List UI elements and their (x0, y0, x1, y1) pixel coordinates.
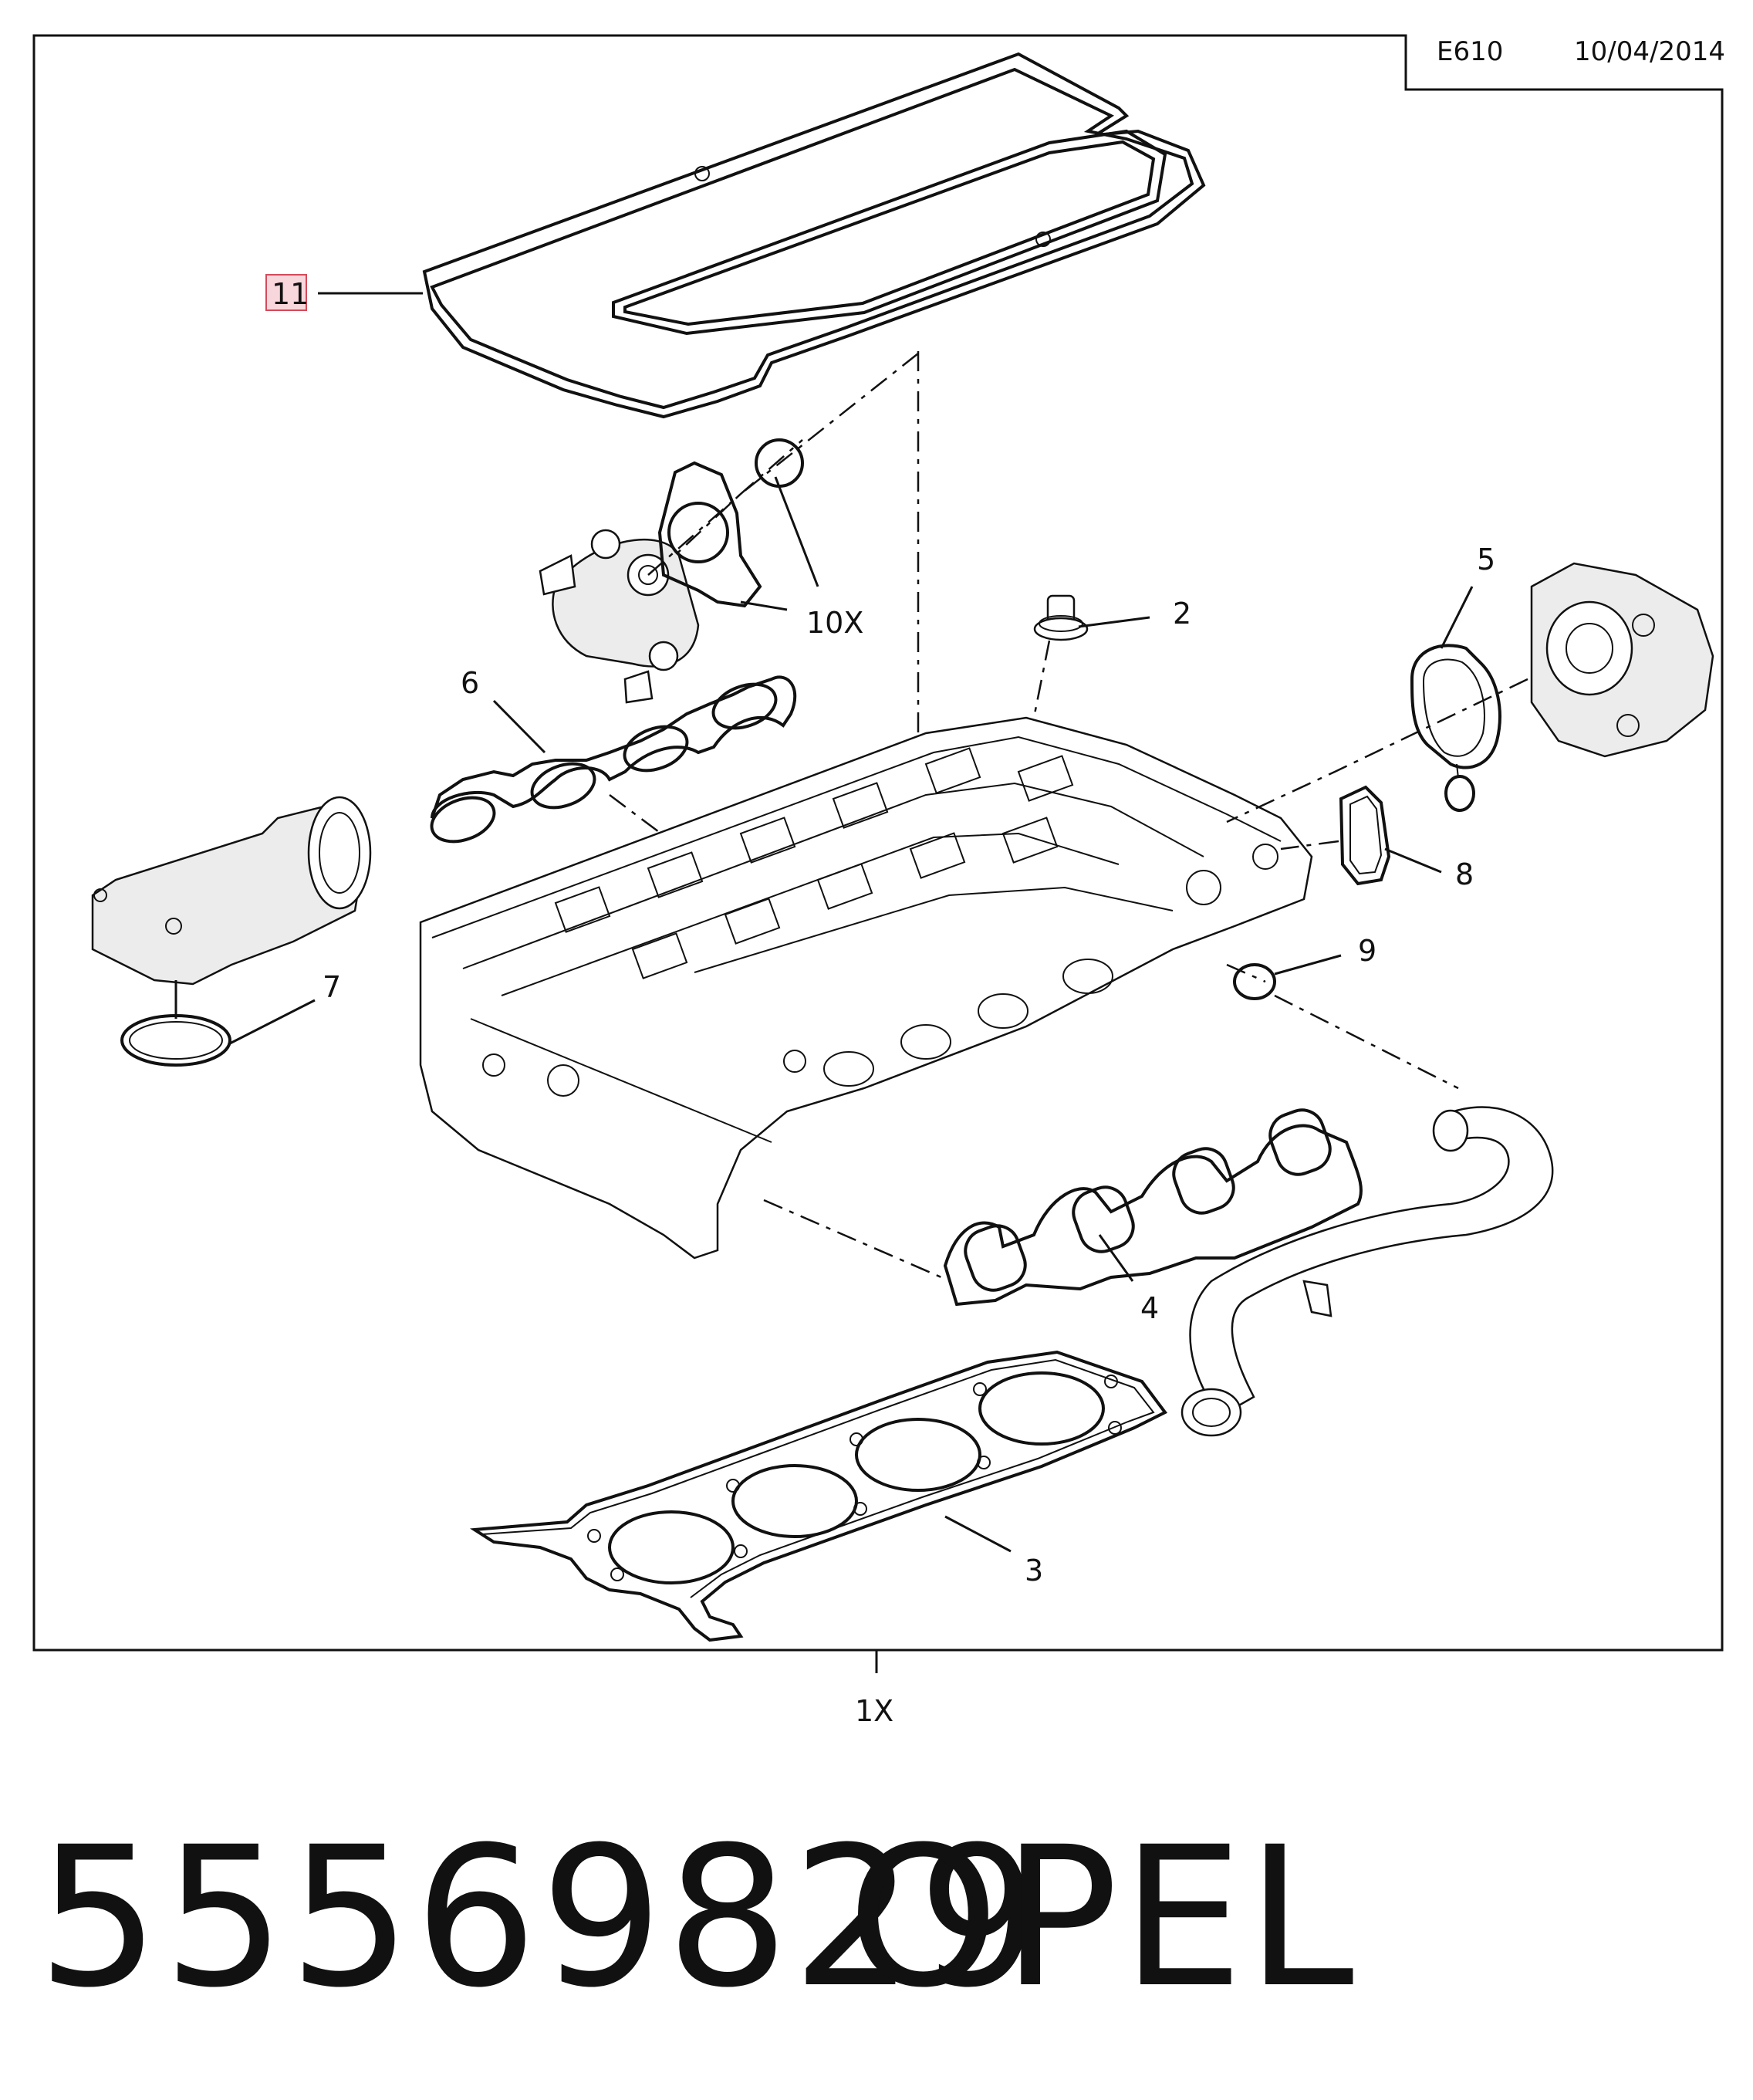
high-pressure-fuel-pump (539, 529, 700, 704)
fuel-pump-gasket (657, 438, 804, 608)
coolant-hose (1180, 1106, 1554, 1437)
callout-10x: 10X (806, 606, 863, 640)
callout-11-highlight (265, 274, 307, 311)
thermostat-seal (120, 1014, 231, 1067)
flange-gasket (1339, 785, 1391, 886)
plug-bolt (1033, 594, 1089, 641)
callout-6: 6 (461, 666, 479, 700)
cylinder-head (419, 716, 1313, 1260)
o-ring-seal (1233, 963, 1276, 1000)
bore-2 (731, 1464, 858, 1538)
callout-1x: 1X (855, 1694, 893, 1728)
intake-manifold-gasket (430, 675, 797, 844)
callout-3: 3 (1025, 1554, 1043, 1588)
bore-4 (978, 1371, 1105, 1446)
callout-7: 7 (323, 970, 341, 1004)
callout-11: 11 (272, 277, 309, 311)
brand-name: OPEL (847, 1805, 1357, 2030)
callout-5: 5 (1477, 543, 1495, 577)
valve-cover-gasket (422, 52, 1206, 419)
callout-8: 8 (1455, 857, 1474, 891)
vacuum-pump (1530, 562, 1714, 758)
header-code: E610 (1437, 36, 1503, 67)
header-date: 10/04/2014 (1574, 36, 1725, 67)
callout-2: 2 (1173, 597, 1191, 631)
bore-1 (608, 1510, 735, 1584)
cylinder-head-gasket (469, 1350, 1168, 1642)
thermostat-housing (91, 796, 372, 986)
bore-3 (855, 1418, 981, 1492)
vacuum-pump-seal (1410, 644, 1501, 812)
diagram-frame (32, 34, 1724, 1652)
callout-4: 4 (1140, 1291, 1159, 1325)
exhaust-manifold-gasket (943, 1108, 1363, 1307)
part-number: 55569829 (37, 1805, 1044, 2030)
callout-9: 9 (1358, 934, 1376, 968)
